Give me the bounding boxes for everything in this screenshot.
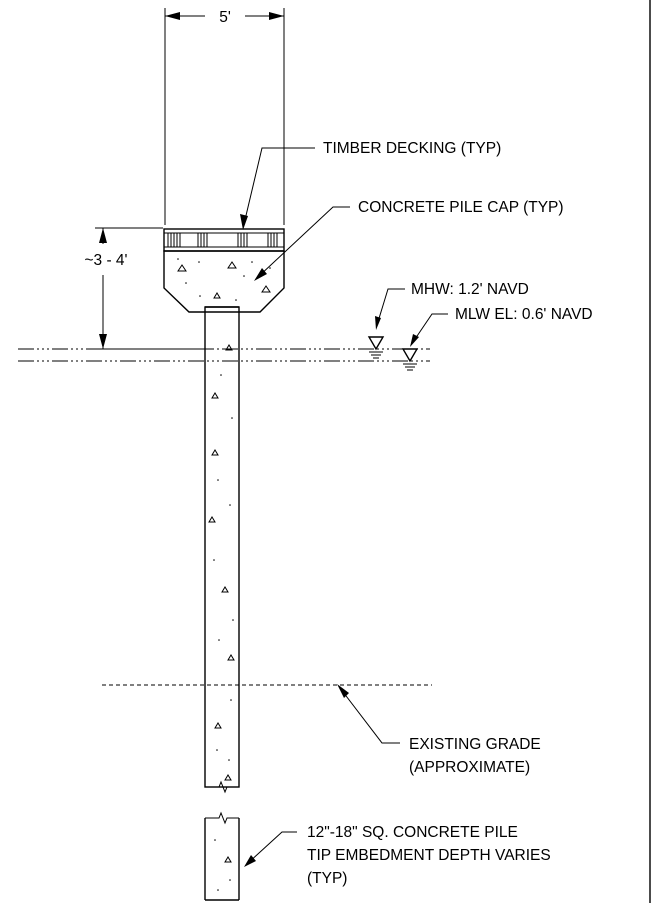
label-concrete-pile: 12"-18" SQ. CONCRETE PILE <box>307 824 518 841</box>
cap-height-dimension: ~3 - 4' <box>84 227 212 350</box>
label-existing-grade-approx: (APPROXIMATE) <box>409 759 530 776</box>
concrete-pile-cap <box>163 250 285 313</box>
mlw-water-level-icon <box>401 348 419 371</box>
pile-break-marks <box>205 780 239 825</box>
leader-pile-cap <box>254 206 350 281</box>
cap-width-label: 5' <box>219 9 231 26</box>
concrete-pile-upper <box>204 306 240 788</box>
label-pile-embedment: TIP EMBEDMENT DEPTH VARIES <box>307 847 551 864</box>
water-lines <box>18 348 430 362</box>
label-pile-typ: (TYP) <box>307 870 347 887</box>
leader-concrete-pile <box>244 831 297 867</box>
label-existing-grade: EXISTING GRADE <box>409 736 541 753</box>
label-timber-decking: TIMBER DECKING (TYP) <box>323 140 501 157</box>
cap-width-dimension: 5' <box>164 8 285 225</box>
concrete-pile-lower <box>204 818 240 901</box>
mhw-water-level-icon <box>367 336 385 359</box>
leader-timber-decking <box>240 147 315 230</box>
leader-mlw <box>410 313 448 347</box>
leader-existing-grade <box>337 684 400 744</box>
label-pile-cap: CONCRETE PILE CAP (TYP) <box>358 199 564 216</box>
label-mlw: MLW EL: 0.6' NAVD <box>455 306 593 323</box>
label-mhw: MHW: 1.2' NAVD <box>411 281 529 298</box>
leader-mhw <box>375 288 405 330</box>
cap-height-label: ~3 - 4' <box>84 252 127 269</box>
timber-decking <box>163 228 285 252</box>
